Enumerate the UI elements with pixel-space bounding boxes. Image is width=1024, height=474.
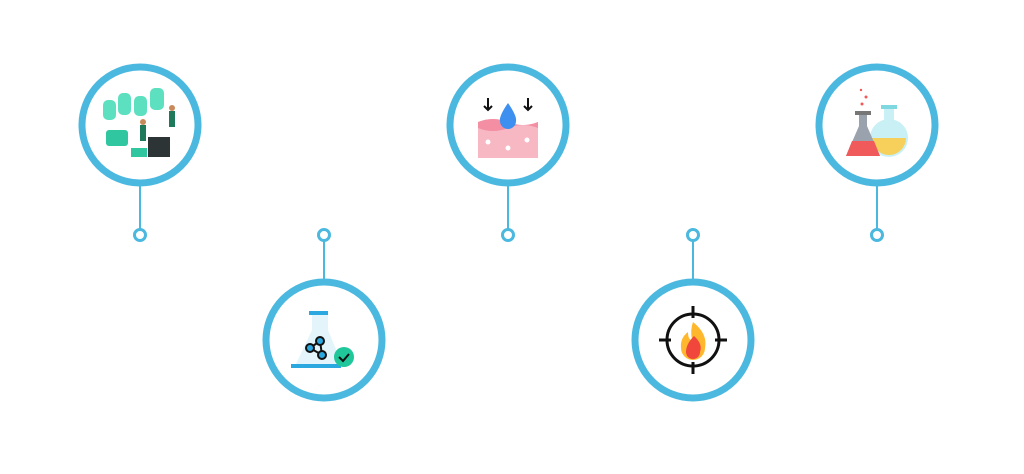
milestone-1 <box>78 63 202 242</box>
flask-molecule-check-icon <box>291 311 354 368</box>
skin-water-absorption-icon <box>478 98 538 158</box>
fire-target-icon <box>659 306 727 374</box>
milestone-5 <box>815 63 939 242</box>
milestone-2 <box>262 228 386 402</box>
milestone-4 <box>631 228 755 402</box>
chemistry-flasks-icon <box>846 88 908 157</box>
timeline-node <box>870 228 884 242</box>
timeline-node <box>501 228 515 242</box>
timeline-node <box>686 228 700 242</box>
factory-workers-illustration-icon <box>103 88 175 157</box>
timeline-node <box>133 228 147 242</box>
timeline-node <box>317 228 331 242</box>
milestone-3 <box>446 63 570 242</box>
